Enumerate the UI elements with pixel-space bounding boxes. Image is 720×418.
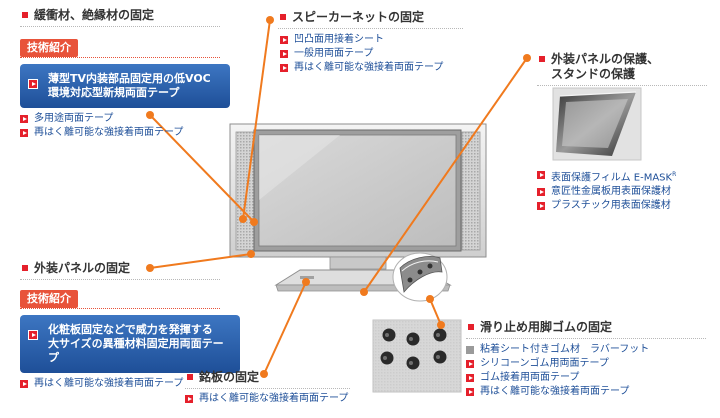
title-marker <box>22 12 28 18</box>
leader-exterior <box>149 253 252 269</box>
section-cushion: 緩衝材、絶縁材の固定 技術紹介 薄型TV内装部品固定用の低VOC 環境対応型新規… <box>20 8 230 140</box>
section-speaker-net: スピーカーネットの固定 凹凸面用接着シート 一般用両面テープ 再はく離可能な強接… <box>278 10 468 75</box>
product-list: 多用途両面テープ 再はく離可能な強接着両面テープ <box>20 112 230 140</box>
screen-reflection <box>259 135 340 200</box>
title-marker <box>280 14 286 20</box>
product-link-rubber-foot[interactable]: 粘着シート付きゴム材 ラバーフット <box>466 343 716 357</box>
leader-speaker <box>242 19 271 220</box>
product-link[interactable]: 再はく離可能な強接着両面テープ <box>185 392 360 406</box>
speaker-grille-right <box>461 131 481 251</box>
section-nameplate: 銘板の固定 再はく離可能な強接着両面テープ <box>185 370 360 406</box>
product-list: 再はく離可能な強接着両面テープ <box>20 377 240 391</box>
product-link[interactable]: 凹凸面用接着シート <box>280 33 468 47</box>
tv-neck <box>329 256 387 270</box>
tech-intro-tag: 技術紹介 <box>20 290 78 308</box>
foot-zoom-callout <box>392 252 448 302</box>
leader-dots <box>146 16 531 378</box>
nameplate <box>300 276 314 279</box>
title-marker <box>187 374 193 380</box>
section-title: 緩衝材、絶縁材の固定 <box>20 8 230 23</box>
product-list: 粘着シート付きゴム材 ラバーフット シリコーンゴム用両面テープ ゴム接着用両面テ… <box>466 343 716 399</box>
protection-film-photo <box>552 87 642 161</box>
title-marker <box>22 265 28 271</box>
product-link[interactable]: 多用途両面テープ <box>20 112 230 126</box>
product-list: 凹凸面用接着シート 一般用両面テープ 再はく離可能な強接着両面テープ <box>278 33 468 75</box>
registered-mark: R <box>672 171 677 178</box>
arrow-right-icon <box>28 330 38 340</box>
section-title: スピーカーネットの固定 <box>278 10 468 25</box>
product-link-e-mask[interactable]: 表面保護フィルム E-MASKR <box>537 168 717 185</box>
product-list: 表面保護フィルム E-MASKR 意匠性金属板用表面保護材 プラスチック用表面保… <box>537 168 717 213</box>
section-title: 外装パネルの固定 <box>20 261 240 276</box>
title-marker <box>539 56 545 62</box>
section-panel-protection: 外装パネルの保護、 スタンドの保護 <box>537 52 712 86</box>
section-title: 滑り止め用脚ゴムの固定 <box>466 320 716 335</box>
tech-intro-tag: 技術紹介 <box>20 39 78 57</box>
title-marker <box>468 324 474 330</box>
product-link[interactable]: 再はく離可能な強接着両面テープ <box>20 377 240 391</box>
arrow-right-icon <box>28 79 38 89</box>
tech-intro-link-large-size[interactable]: 化粧板固定などで威力を発揮する 大サイズの異種材料固定用両面テープ <box>20 315 240 373</box>
product-link[interactable]: 再はく離可能な強接着両面テープ <box>466 385 716 399</box>
leader-nameplate <box>263 281 307 375</box>
tech-intro-link-low-voc[interactable]: 薄型TV内装部品固定用の低VOC 環境対応型新規両面テープ <box>20 64 230 108</box>
leader-panel-protect <box>363 57 528 293</box>
section-exterior-panel: 外装パネルの固定 技術紹介 化粧板固定などで威力を発揮する 大サイズの異種材料固… <box>20 261 240 391</box>
product-link[interactable]: プラスチック用表面保護材 <box>537 199 717 213</box>
product-link[interactable]: 再はく離可能な強接着両面テープ <box>20 126 230 140</box>
speaker-grille-left <box>235 131 255 251</box>
section-title: 銘板の固定 <box>185 370 360 385</box>
product-link[interactable]: シリコーンゴム用両面テープ <box>466 357 716 371</box>
leader-cushion <box>149 114 255 223</box>
product-link[interactable]: 意匠性金属板用表面保護材 <box>537 185 717 199</box>
section-rubber-foot: 滑り止め用脚ゴムの固定 粘着シート付きゴム材 ラバーフット シリコーンゴム用両面… <box>466 320 716 399</box>
product-link[interactable]: 一般用両面テープ <box>280 47 468 61</box>
product-link[interactable]: 再はく離可能な強接着両面テープ <box>280 61 468 75</box>
section-title: 外装パネルの保護、 <box>537 52 712 67</box>
product-link[interactable]: ゴム接着用両面テープ <box>466 371 716 385</box>
tv-set <box>229 123 487 292</box>
leader-lines <box>149 19 528 375</box>
product-list: 再はく離可能な強接着両面テープ <box>185 392 360 406</box>
rubber-feet-photo <box>372 319 462 393</box>
section-panel-protection-items: 表面保護フィルム E-MASKR 意匠性金属板用表面保護材 プラスチック用表面保… <box>537 168 717 213</box>
leader-foot <box>429 298 442 326</box>
